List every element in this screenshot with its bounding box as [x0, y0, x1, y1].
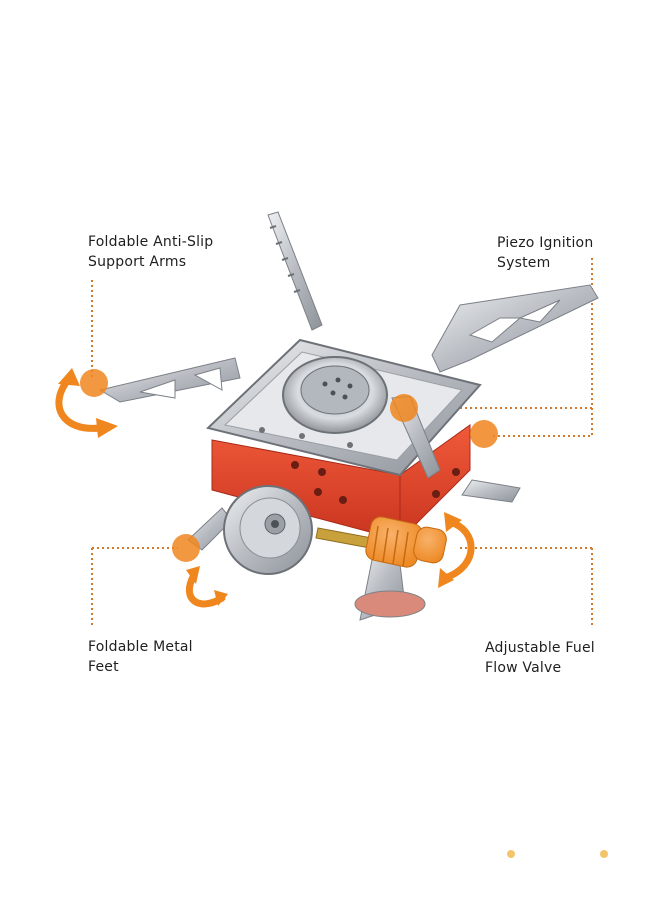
callout-valve: Adjustable Fuel Flow Valve	[485, 638, 595, 678]
callout-feet: Foldable Metal Feet	[88, 637, 193, 677]
burner-head	[282, 356, 388, 434]
callout-feet-line1: Foldable Metal	[88, 639, 193, 655]
support-arm-top	[267, 211, 323, 331]
support-arm-right	[431, 284, 599, 373]
marker-arms	[80, 369, 108, 397]
callout-support-arms-line2: Support Arms	[88, 254, 187, 270]
stove-body	[211, 424, 471, 541]
callout-piezo-line1: Piezo Ignition	[497, 235, 594, 251]
callout-piezo-line2: System	[497, 255, 551, 271]
support-arm-left	[98, 357, 241, 403]
marker-igniter	[470, 420, 498, 448]
rotation-arrows	[55, 376, 475, 608]
callout-piezo: Piezo Ignition System	[497, 233, 593, 273]
marker-piezo	[390, 394, 418, 422]
gas-connector	[223, 485, 313, 575]
callout-valve-line2: Flow Valve	[485, 660, 562, 676]
callout-feet-line2: Feet	[88, 659, 119, 675]
callout-support-arms: Foldable Anti-Slip Support Arms	[88, 232, 213, 272]
callout-valve-line1: Adjustable Fuel	[485, 640, 595, 656]
marker-feet	[172, 534, 200, 562]
decor-dots	[507, 850, 608, 858]
callout-support-arms-line1: Foldable Anti-Slip	[88, 234, 214, 250]
folding-feet	[187, 479, 521, 621]
valve-knob	[315, 516, 447, 568]
arrow-heads	[58, 368, 462, 606]
callout-markers	[80, 369, 498, 562]
